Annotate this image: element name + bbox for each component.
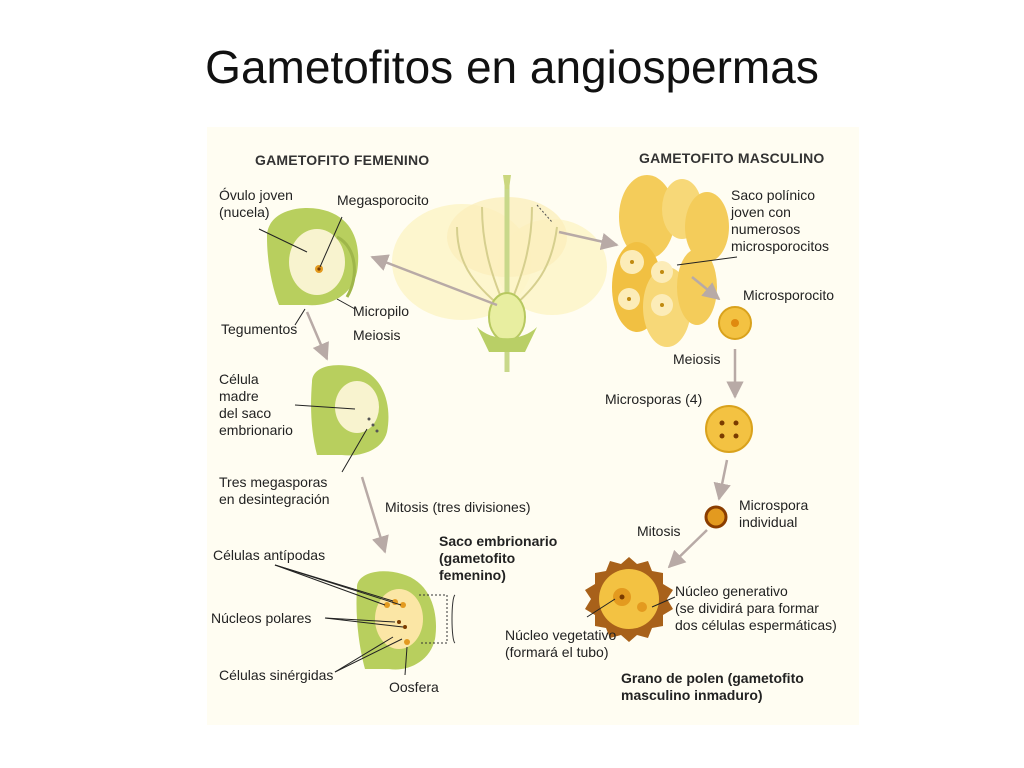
label-egg-cell: Oosfera	[389, 679, 439, 695]
label-microspores: Microsporas (4)	[605, 391, 703, 407]
gametophyte-diagram: GAMETOFITO FEMENINO GAMETOFITO MASCULINO…	[207, 127, 859, 725]
label-embryo-sac: Saco embrionario (gametofito femenino)	[439, 533, 558, 583]
label-synergid-cells: Células sinérgidas	[219, 667, 334, 683]
label-pollen-sac: Saco polínico joven con numerosos micros…	[731, 187, 830, 254]
label-young-ovule: Óvulo joven (nucela)	[219, 187, 293, 220]
label-female-mitosis: Mitosis (tres divisiones)	[385, 499, 531, 515]
diagram-artwork	[258, 175, 753, 676]
label-generative-nucleus: Núcleo generativo (se dividirá para form…	[675, 583, 837, 633]
female-gametophyte-header: GAMETOFITO FEMENINO	[255, 152, 430, 168]
label-female-meiosis: Meiosis	[353, 327, 401, 343]
label-vegetative-nucleus: Núcleo vegetativo (formará el tubo)	[505, 627, 617, 660]
label-integuments: Tegumentos	[221, 321, 298, 337]
embryo-sac-mother-cell-ovule	[311, 365, 389, 456]
label-single-microspore: Microspora individual	[739, 497, 809, 530]
slide-title: Gametofitos en angiospermas	[205, 41, 819, 93]
label-microsporocyte: Microsporocito	[743, 287, 835, 303]
label-male-meiosis: Meiosis	[673, 351, 721, 367]
male-gametophyte-header: GAMETOFITO MASCULINO	[639, 150, 825, 166]
label-antipodal-cells: Células antípodas	[213, 547, 326, 563]
leader-lines	[258, 216, 738, 676]
label-three-megaspores: Tres megasporas en desintegración	[219, 474, 330, 507]
label-polar-nuclei: Núcleos polares	[211, 610, 312, 626]
microsporocyte-cell	[718, 306, 752, 340]
label-male-mitosis: Mitosis	[637, 523, 681, 539]
label-megasporocyte: Megasporocito	[337, 192, 429, 208]
process-arrows	[305, 204, 744, 569]
anther-pollen-sacs	[612, 175, 729, 347]
label-pollen-grain: Grano de polen (gametofito masculino inm…	[621, 670, 804, 703]
microspore-tetrad	[705, 405, 753, 453]
label-embryo-sac-mother-cell: Célula madre del saco embrionario	[219, 371, 293, 438]
young-ovule	[267, 207, 359, 306]
pollen-grain	[585, 557, 673, 642]
single-microspore	[704, 505, 728, 529]
flower-illustration	[392, 175, 607, 372]
label-micropyle: Micropilo	[353, 303, 410, 319]
